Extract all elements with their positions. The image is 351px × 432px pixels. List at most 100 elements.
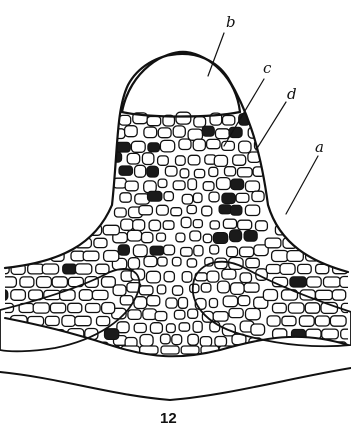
cell [34,329,50,339]
cell [27,238,44,248]
cell [332,358,351,366]
cell [322,346,340,354]
bottom-outer-edge [0,368,351,400]
cell [20,394,38,402]
cell [182,194,193,204]
cell [238,220,252,229]
cell [71,358,89,366]
cell [158,156,169,165]
cell [111,358,131,366]
cell [340,394,351,402]
cell [172,335,182,345]
cell [188,334,199,345]
cell [203,182,214,191]
dark-cell [1,251,14,261]
cell [202,206,212,216]
cell [179,139,191,150]
cell [86,304,101,313]
cell [142,153,154,165]
cell [96,264,109,274]
cell [246,258,259,267]
cell [113,285,126,296]
cell [161,334,171,344]
cell [214,155,227,166]
cell [251,324,265,335]
cell [317,238,331,247]
cell [176,156,186,166]
cell [207,271,219,282]
cell [172,358,189,366]
cell [166,324,175,333]
cell [223,219,236,228]
cell [291,226,304,235]
cell [12,358,29,366]
cell [283,346,301,354]
cell [0,264,9,273]
cell [209,299,217,308]
cell [229,358,248,366]
cell [261,394,279,402]
cell [239,141,251,153]
cell [193,321,202,332]
dark-cell [219,205,231,214]
cell [178,298,187,309]
cell [187,205,196,213]
cell [161,370,180,378]
cell [190,284,199,292]
cell [322,329,339,339]
cell [102,303,115,314]
cell [340,346,351,354]
cell [190,358,209,366]
cell [173,286,183,296]
cell [236,193,249,202]
cell [0,225,15,236]
cell [82,370,101,378]
cell [42,238,57,249]
cell [139,286,153,295]
dark-cell [231,205,243,215]
dark-cell [230,230,242,242]
cell [157,205,169,215]
cell [120,296,133,305]
dark-cell [290,277,307,287]
cell [194,169,204,177]
cell [83,251,99,261]
cell [102,277,116,288]
cell [127,230,141,241]
cell [173,126,185,137]
cell [81,346,100,354]
cell [97,317,110,326]
cell [120,193,131,202]
cell [233,155,246,165]
dark-cell [118,245,129,256]
cell [331,382,350,390]
cell [104,251,119,262]
leader-line-c [224,79,264,146]
cell [164,272,174,282]
figure-number: 12 [160,410,177,427]
cell [245,205,259,215]
cell [307,277,322,287]
cell [180,370,198,378]
cell [341,329,351,339]
cell [165,166,177,176]
cell [144,256,157,266]
cell [127,153,140,164]
cell [76,264,92,274]
cell [341,251,351,261]
cell [193,139,205,150]
cell [223,116,235,126]
cell [94,238,107,247]
cell [215,258,227,269]
cell [216,129,230,139]
cell [158,179,167,187]
cell [119,115,131,125]
cell [339,226,351,235]
dark-cell [150,246,164,255]
cell [63,370,80,378]
cell [321,394,341,402]
cell [103,225,119,235]
dark-cell [50,225,66,235]
cell [42,394,60,402]
cell [330,316,346,326]
